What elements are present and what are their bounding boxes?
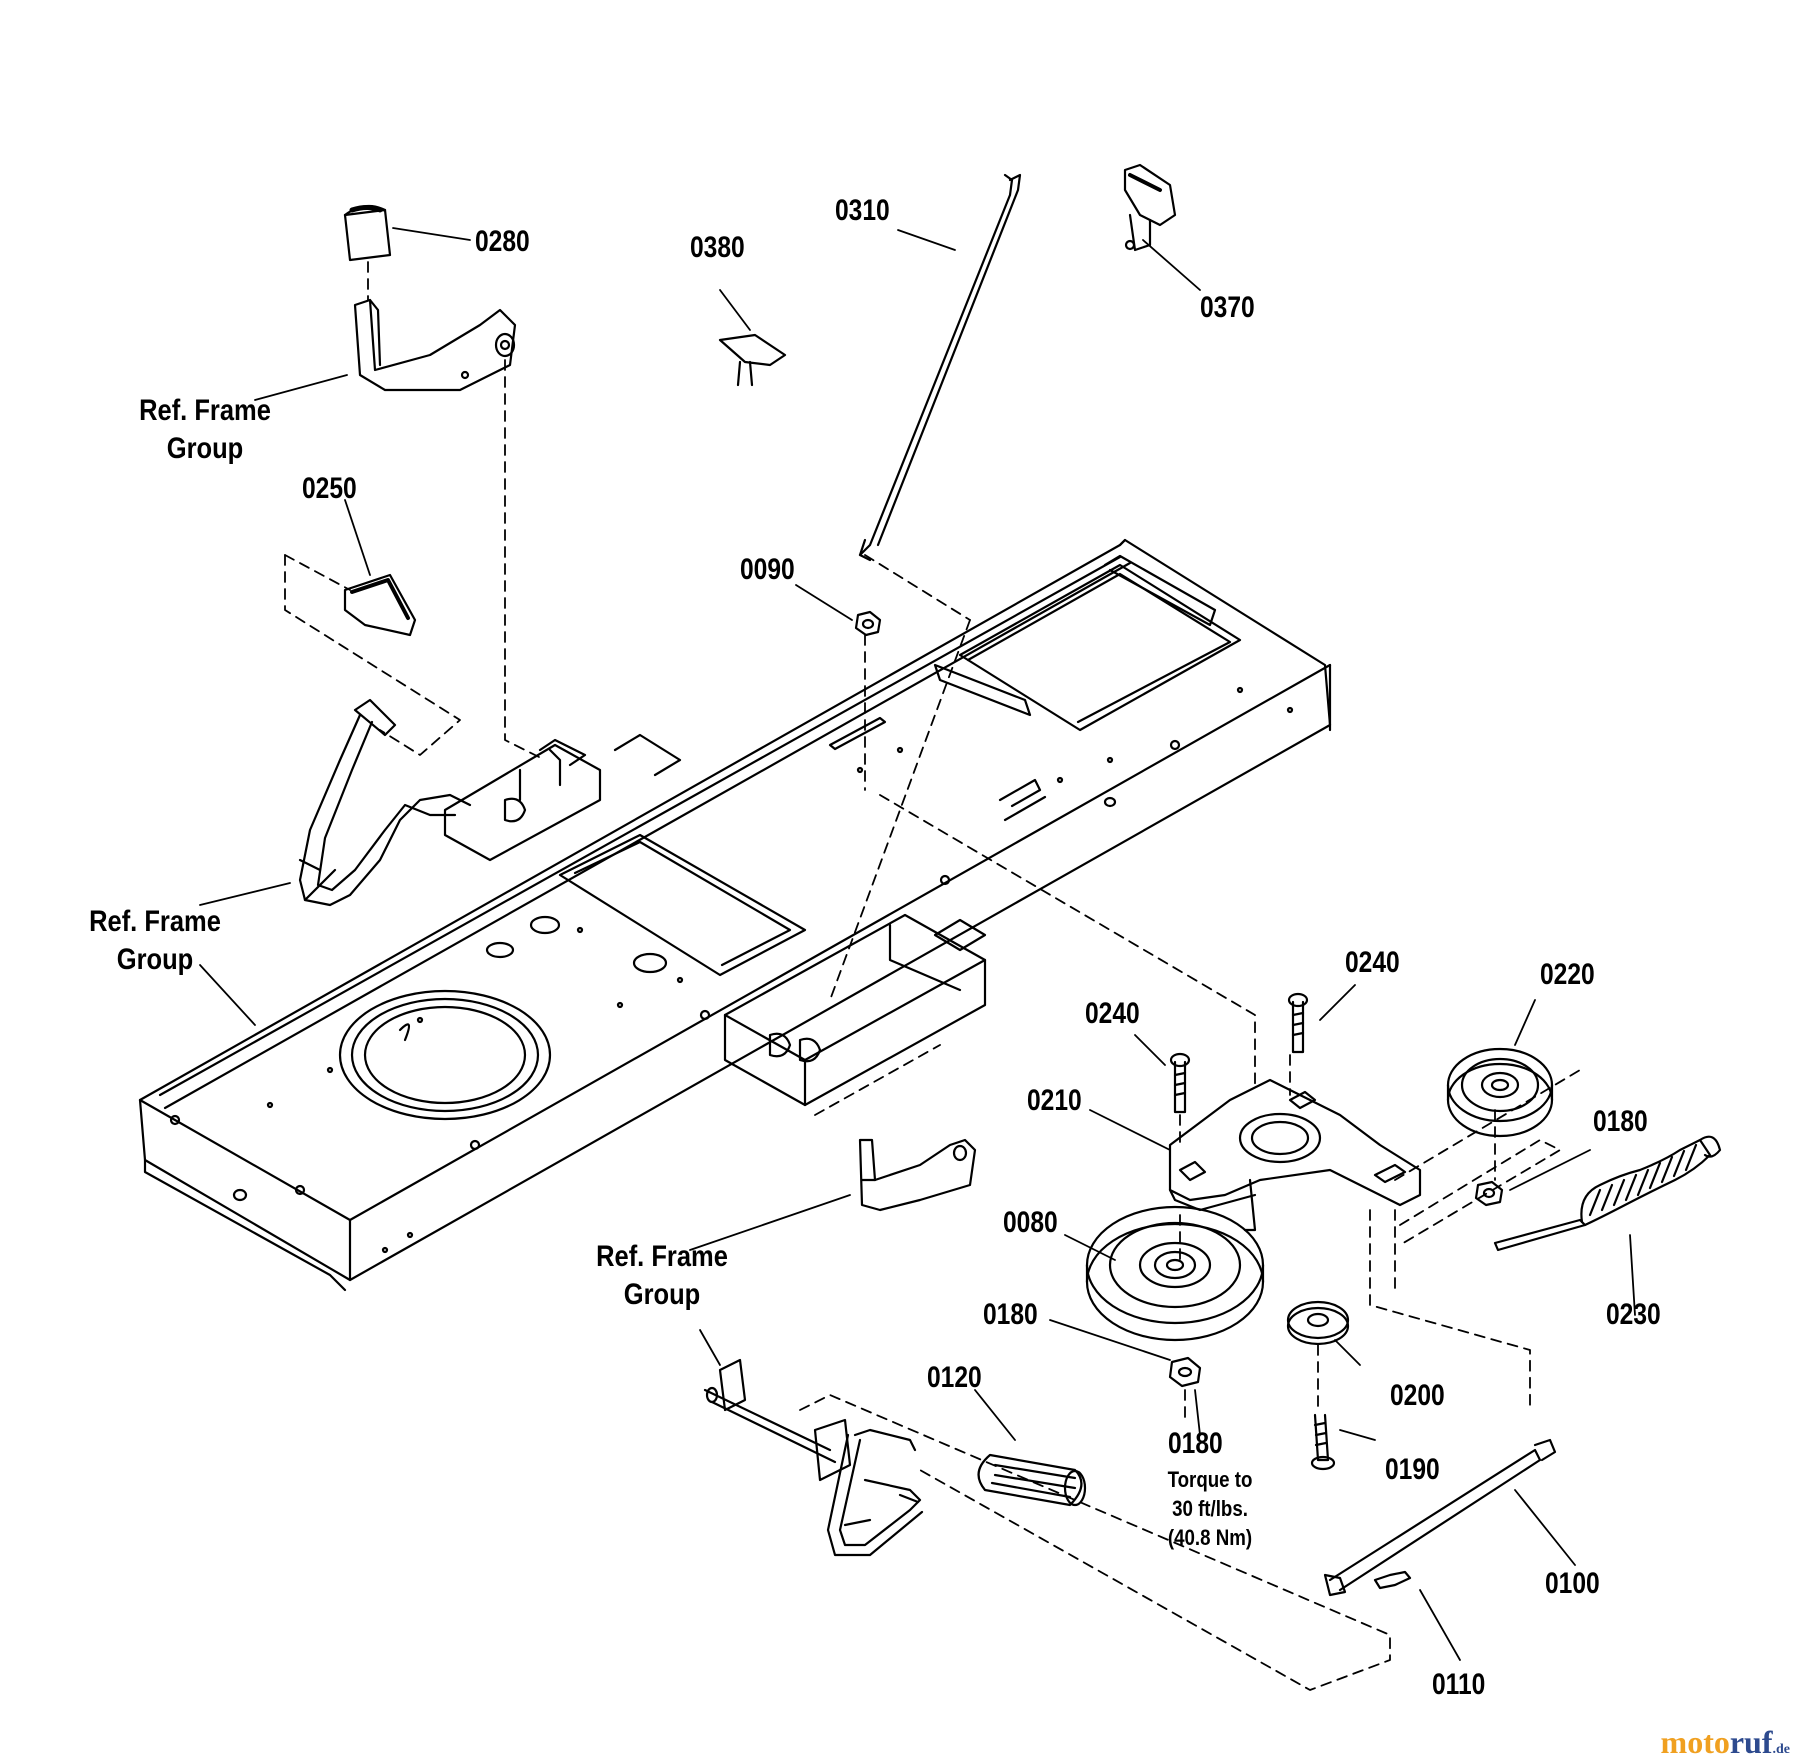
rod-0100 [1323,1438,1557,1597]
bracket-0210 [1168,1078,1422,1232]
label-0100: 0100 [1545,1567,1600,1600]
label-0180-b: 0180 [983,1298,1038,1331]
watermark-part-b: ruf [1729,1724,1773,1760]
label-0230: 0230 [1606,1298,1661,1331]
label-0280: 0280 [475,225,530,258]
label-0110: 0110 [1432,1668,1486,1701]
label-0370: 0370 [1200,291,1255,324]
pulley-0080 [1085,1205,1265,1342]
grip-0120 [977,1453,1087,1507]
label-0180-a: 0180 [1593,1105,1648,1138]
lever-upper [353,298,517,392]
assembly-lines [284,261,1581,1691]
label-0240-b: 0240 [1345,946,1400,979]
nut-0180-b [1168,1356,1202,1388]
torque-note: Torque to 30 ft/lbs. (40.8 Nm) [1167,1467,1253,1550]
nut-0180-a [1474,1180,1504,1207]
bolt-0190 [1310,1413,1336,1471]
label-0120: 0120 [927,1361,982,1394]
label-0190: 0190 [1385,1453,1440,1486]
label-0080: 0080 [1003,1206,1058,1239]
leader-lines [199,227,1636,1661]
label-0220: 0220 [1540,958,1595,991]
main-frame [138,538,1332,1292]
bolt-0240-b [1287,992,1309,1054]
label-ref-frame-group-3: Ref. Frame Group [596,1240,728,1311]
pulley-0220 [1446,1047,1554,1138]
bracket-lower [858,1138,977,1212]
nut-0090 [854,610,882,637]
label-ref-frame-group-2: Ref. Frame Group [89,905,221,976]
label-0210: 0210 [1027,1084,1082,1117]
watermark-tld: .de [1772,1742,1791,1757]
label-0250: 0250 [302,472,357,505]
lever-pedal [298,698,472,907]
label-0240-a: 0240 [1085,997,1140,1030]
watermark-logo: motoruf.de [1661,1726,1790,1758]
clip-0380 [718,333,787,387]
handle-0370 [1123,163,1177,252]
label-0380: 0380 [690,231,745,264]
clip-0110 [1373,1570,1412,1590]
label-0180-c: 0180 [1168,1427,1223,1460]
watermark-part-a: moto [1660,1724,1730,1760]
washer-0200 [1286,1300,1350,1346]
brake-pedal-lever [703,1358,924,1557]
spring-0230 [1493,1135,1722,1252]
label-ref-frame-group-1: Ref. Frame Group [139,394,271,465]
knob-0280 [343,204,392,262]
bolt-0240-a [1169,1052,1191,1114]
rod-0310 [858,173,1022,562]
label-0200: 0200 [1390,1379,1445,1412]
label-0310: 0310 [835,194,890,227]
label-0090: 0090 [740,553,795,586]
pedal-pad-0250 [343,573,417,637]
